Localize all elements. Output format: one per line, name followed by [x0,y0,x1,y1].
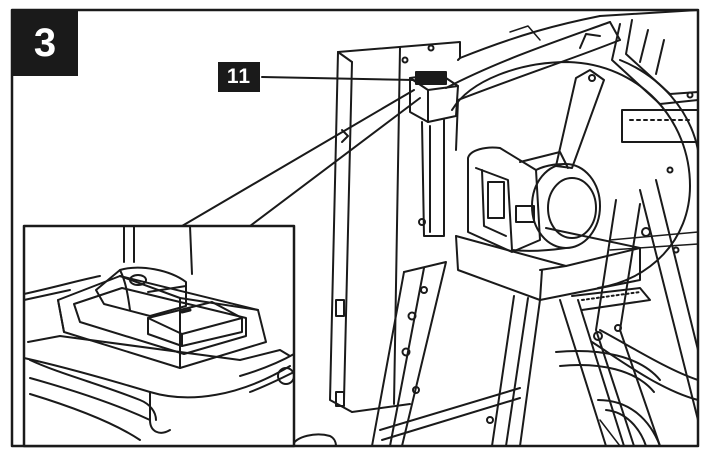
callout-label-badge: 11 [218,62,260,92]
lower-frame [379,350,661,447]
lever-arm [555,69,605,169]
front-leg [371,261,447,447]
outer-border [10,8,700,448]
callout-leader [261,76,415,81]
step-number-badge: 3 [12,10,78,76]
back-panel [329,41,461,413]
switch-zoom-inset [22,224,296,448]
zoom-lines [181,89,421,227]
blade-cover [451,59,699,289]
blade-guard [445,9,699,151]
center-leg [491,295,541,447]
top-handle [611,19,699,143]
switch-box [409,71,459,237]
a-frame-legs [559,179,699,447]
motor-icon [467,146,601,253]
wheel [291,433,337,447]
